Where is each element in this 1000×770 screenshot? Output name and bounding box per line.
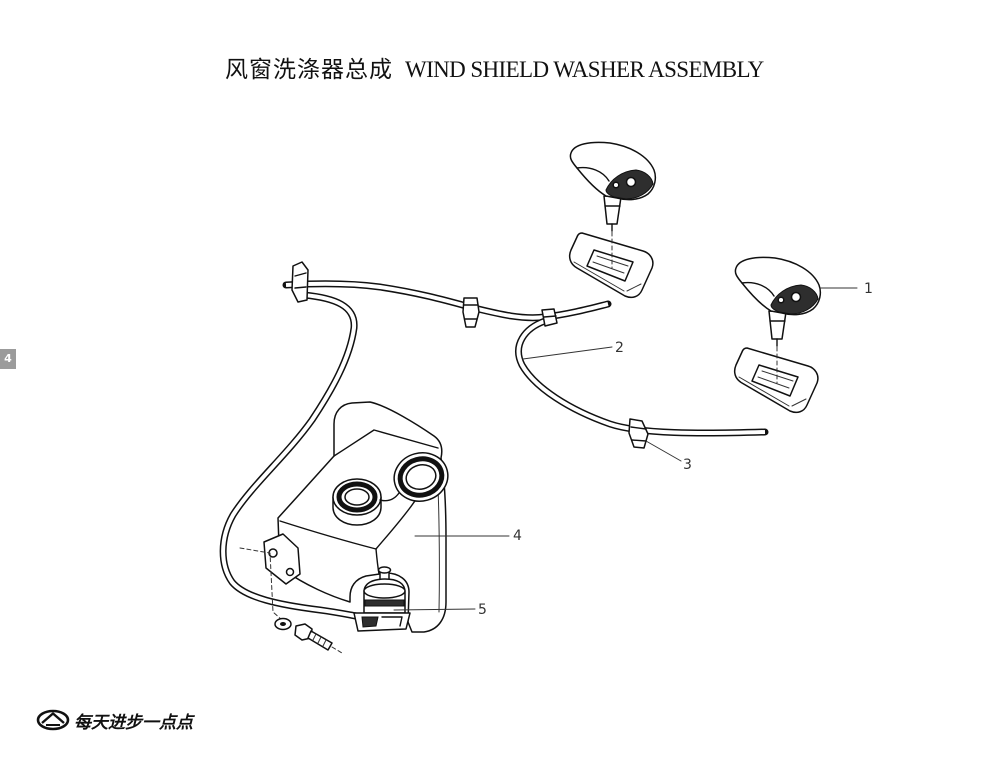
bolt-threads [312,633,327,647]
pump-connector-edge [381,616,403,627]
pump-band [364,599,405,607]
hose-clip-middle [462,297,480,328]
hose-clip-left [291,261,309,303]
nozzle-jet-hole-small [612,181,620,189]
hose-tee-fitting [541,308,558,327]
filler-cap-ring [397,456,445,498]
nozzle-stem-ring [604,205,621,232]
callout-1-label: 1 [864,281,873,297]
filler-cap-center [405,464,437,490]
nozzle-pad-slot [586,249,634,282]
pump-top [363,583,406,599]
reservoir-top-front-edge [279,520,377,550]
callout-2: 2 [522,340,624,360]
washer-ring [274,617,292,631]
nozzle-jet-hole [625,176,637,188]
callout-3-label: 3 [683,457,692,473]
page-title-zh: 风窗洗涤器总成 [225,57,393,83]
hose-tee-edge [543,315,557,318]
callout-3-leader [645,440,682,462]
bolt-shank [307,630,333,651]
washer-nozzle-lower [733,256,822,414]
washer-ring-hole [280,622,286,626]
side-page-tab: 4 [0,349,16,369]
nozzle-jet-hole [790,291,802,303]
logo-roof [41,712,65,724]
callout-3: 3 [645,440,692,473]
mounting-hole-lower [285,567,295,577]
nozzle-stem-ring [769,320,786,347]
filler-cap [393,452,449,502]
filler-cap-hinge [379,492,400,502]
hose-branch-outline [515,317,769,437]
fastener-alignment-line [239,547,283,621]
hose-clip-left-body [291,261,309,303]
hose-clip-left-edge [294,272,307,289]
nozzle-head-edge [741,281,775,297]
pump-outlet-ring [377,566,392,574]
callout-1: 1 [819,281,873,297]
callout-4: 4 [414,528,522,544]
washer-reservoir [263,401,449,633]
hose-to-pump-inner [221,293,357,618]
footer-logo-icon [36,709,70,731]
hose-branch [515,317,769,437]
hose-clip-middle-edge [463,304,479,320]
reservoir-upper-step-edge [333,429,439,457]
bolt-centerline [331,646,343,654]
callout-5: 5 [393,602,487,618]
nozzle-stem [768,310,787,340]
filler-neck-ring [336,481,378,513]
callout-5-label: 5 [478,602,487,618]
nozzle-pad-thickness [738,376,807,407]
hose-clip-right-edge [630,426,647,442]
hose-clip-right [628,418,649,449]
logo-ring [36,709,70,731]
pump-terminal [361,616,379,628]
nozzle-pad-thickness [573,261,642,292]
washer-pump [353,566,411,632]
hose-clip-right-body [628,418,649,449]
hose-tee-body [541,308,558,327]
callout-4-label: 4 [513,528,522,544]
hose-clip-middle-body [462,297,480,328]
callout-2-label: 2 [615,340,624,356]
hose-to-pump [219,291,360,620]
washer-nozzle-upper [568,141,657,299]
callout-5-leader [393,608,476,611]
page-title: 风窗洗涤器总成 WIND SHIELD WASHER ASSEMBLY [225,56,764,87]
bolt [294,623,343,654]
nozzle-stem [603,195,622,225]
hose-branch-inner [516,319,766,436]
page-title-en: WIND SHIELD WASHER ASSEMBLY [405,57,764,82]
nozzle-jet-hole-small [777,296,785,304]
filler-neck-opening [344,488,370,506]
footer-logo-text: 每天进步一点点 [74,713,193,733]
callout-2-leader [522,346,613,360]
nozzle-pad-slot [751,364,799,397]
nozzle-head-edge [576,166,610,182]
reservoir-front-corner-edge [375,548,380,575]
